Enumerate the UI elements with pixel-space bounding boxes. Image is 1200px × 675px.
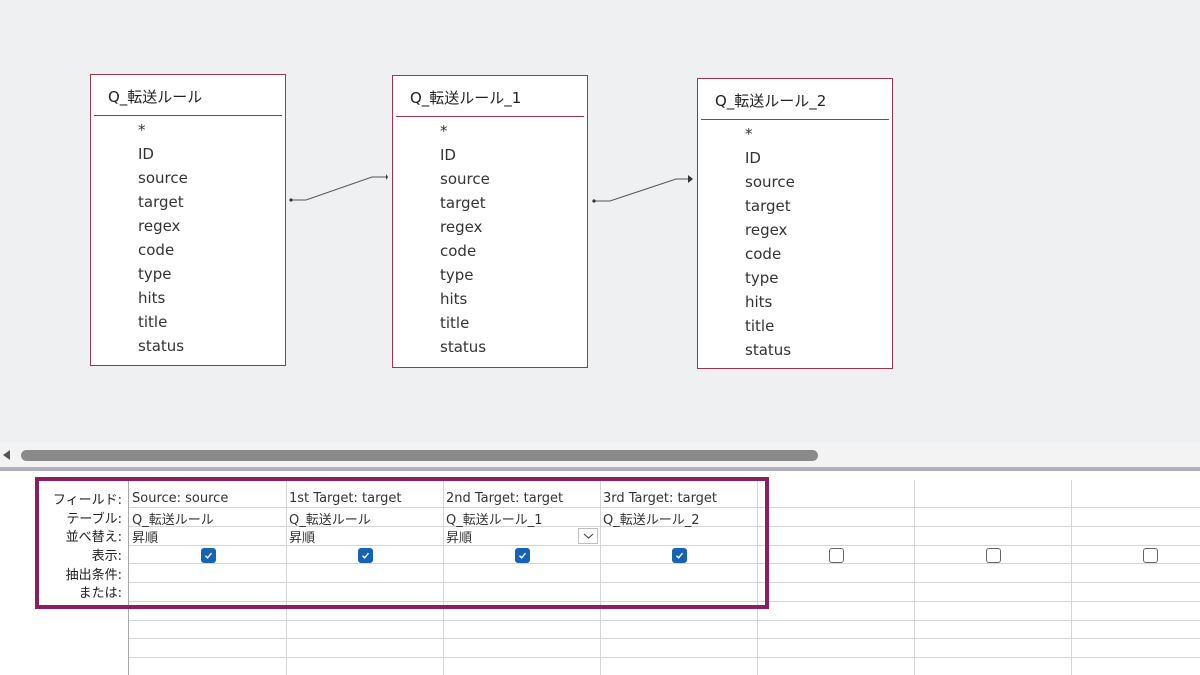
grid-row-line xyxy=(129,657,1200,658)
field-item-id[interactable]: ID xyxy=(138,145,154,163)
field-item-asterisk[interactable]: * xyxy=(138,121,146,139)
grid-row-line xyxy=(129,507,1200,508)
join-lines xyxy=(289,174,693,203)
grid-row-line xyxy=(129,582,1200,583)
grid-column-line xyxy=(286,480,287,675)
row-label-show: 表示: xyxy=(91,549,122,564)
field-item-status[interactable]: status xyxy=(440,338,487,356)
field-item-id[interactable]: ID xyxy=(745,149,761,167)
row-label-table: テーブル: xyxy=(66,512,122,527)
field-item-target[interactable]: target xyxy=(138,193,184,211)
table-title-divider xyxy=(396,116,584,117)
field-item-title[interactable]: title xyxy=(138,313,168,331)
show-checkbox[interactable] xyxy=(515,548,530,563)
show-checkbox[interactable] xyxy=(358,548,373,563)
table-box-q-tensou-rule[interactable]: Q_転送ルール * ID source target regex code ty… xyxy=(90,74,286,366)
grid-column-line xyxy=(1071,480,1072,675)
field-item-status[interactable]: status xyxy=(138,337,185,355)
checkmark-icon xyxy=(676,552,684,559)
field-item-hits[interactable]: hits xyxy=(745,293,773,311)
table-cell[interactable]: Q_転送ルール xyxy=(132,513,214,528)
grid-row-line xyxy=(129,638,1200,639)
field-item-status[interactable]: status xyxy=(745,341,792,359)
join-line-1[interactable] xyxy=(289,174,388,202)
table-title[interactable]: Q_転送ルール xyxy=(108,88,203,106)
row-label-field: フィールド: xyxy=(52,493,122,508)
grid-row-line xyxy=(129,601,1200,602)
table-title[interactable]: Q_転送ルール_1 xyxy=(410,89,522,107)
grid-row-line xyxy=(129,526,1200,527)
sort-cell[interactable]: 昇順 xyxy=(132,531,159,546)
grid-row-line xyxy=(129,545,1200,546)
show-checkbox[interactable] xyxy=(829,548,844,563)
label-column-border xyxy=(128,480,129,675)
field-cell[interactable]: 3rd Target: target xyxy=(603,491,718,506)
table-title[interactable]: Q_転送ルール_2 xyxy=(715,92,827,110)
pane-splitter[interactable] xyxy=(0,467,1200,471)
field-item-source[interactable]: source xyxy=(440,170,490,188)
field-list: * ID source target regex code type hits … xyxy=(745,122,795,362)
field-item-type[interactable]: type xyxy=(138,265,172,283)
field-item-hits[interactable]: hits xyxy=(440,290,468,308)
show-checkbox[interactable] xyxy=(672,548,687,563)
join-line-2[interactable] xyxy=(592,175,693,203)
show-checkbox[interactable] xyxy=(1143,548,1158,563)
query-design-grid: フィールド: テーブル: 並べ替え: 表示: 抽出条件: または: Source… xyxy=(0,471,1200,675)
field-item-regex[interactable]: regex xyxy=(745,221,788,239)
scroll-left-icon[interactable] xyxy=(3,450,10,460)
sort-cell[interactable]: 昇順 xyxy=(289,531,316,546)
grid-column-line xyxy=(443,480,444,675)
field-list: * ID source target regex code type hits … xyxy=(138,118,188,358)
checkmark-icon xyxy=(362,552,370,559)
table-box-q-tensou-rule-2[interactable]: Q_転送ルール_2 * ID source target regex code … xyxy=(697,78,893,369)
query-design-diagram: Q_転送ルール * ID source target regex code ty… xyxy=(0,0,1200,443)
field-item-id[interactable]: ID xyxy=(440,146,456,164)
field-cell[interactable]: Source: source xyxy=(132,491,229,506)
row-label-or: または: xyxy=(78,586,122,601)
field-item-code[interactable]: code xyxy=(138,241,175,259)
field-item-code[interactable]: code xyxy=(440,242,477,260)
field-item-source[interactable]: source xyxy=(138,169,188,187)
field-item-target[interactable]: target xyxy=(745,197,791,215)
grid-row-line xyxy=(129,620,1200,621)
table-title-divider xyxy=(701,119,889,120)
sort-dropdown-button[interactable] xyxy=(578,528,598,544)
scrollbar-thumb[interactable] xyxy=(21,450,818,461)
grid-column-line xyxy=(757,480,758,675)
field-item-asterisk[interactable]: * xyxy=(745,125,753,143)
field-cell[interactable]: 2nd Target: target xyxy=(446,491,564,506)
field-item-asterisk[interactable]: * xyxy=(440,122,448,140)
horizontal-scrollbar[interactable] xyxy=(0,443,1200,467)
checkmark-icon xyxy=(519,552,527,559)
field-item-type[interactable]: type xyxy=(745,269,779,287)
field-item-title[interactable]: title xyxy=(745,317,775,335)
grid-row-line xyxy=(129,563,1200,564)
field-item-hits[interactable]: hits xyxy=(138,289,166,307)
chevron-down-icon xyxy=(583,533,594,539)
row-label-criteria: 抽出条件: xyxy=(65,568,122,583)
show-checkbox[interactable] xyxy=(201,548,216,563)
table-cell[interactable]: Q_転送ルール_2 xyxy=(603,513,700,528)
table-cell[interactable]: Q_転送ルール xyxy=(289,513,371,528)
field-list: * ID source target regex code type hits … xyxy=(440,119,490,359)
field-item-target[interactable]: target xyxy=(440,194,486,212)
checkmark-icon xyxy=(205,552,213,559)
field-item-title[interactable]: title xyxy=(440,314,470,332)
table-box-q-tensou-rule-1[interactable]: Q_転送ルール_1 * ID source target regex code … xyxy=(392,75,588,368)
table-cell[interactable]: Q_転送ルール_1 xyxy=(446,513,543,528)
field-cell[interactable]: 1st Target: target xyxy=(289,491,402,506)
field-item-regex[interactable]: regex xyxy=(440,218,483,236)
table-title-divider xyxy=(94,115,282,116)
field-item-source[interactable]: source xyxy=(745,173,795,191)
field-item-code[interactable]: code xyxy=(745,245,782,263)
field-item-type[interactable]: type xyxy=(440,266,474,284)
grid-column-line xyxy=(600,480,601,675)
show-checkbox[interactable] xyxy=(986,548,1001,563)
sort-cell[interactable]: 昇順 xyxy=(446,531,473,546)
row-label-sort: 並べ替え: xyxy=(65,530,122,545)
grid-column-line xyxy=(914,480,915,675)
field-item-regex[interactable]: regex xyxy=(138,217,181,235)
